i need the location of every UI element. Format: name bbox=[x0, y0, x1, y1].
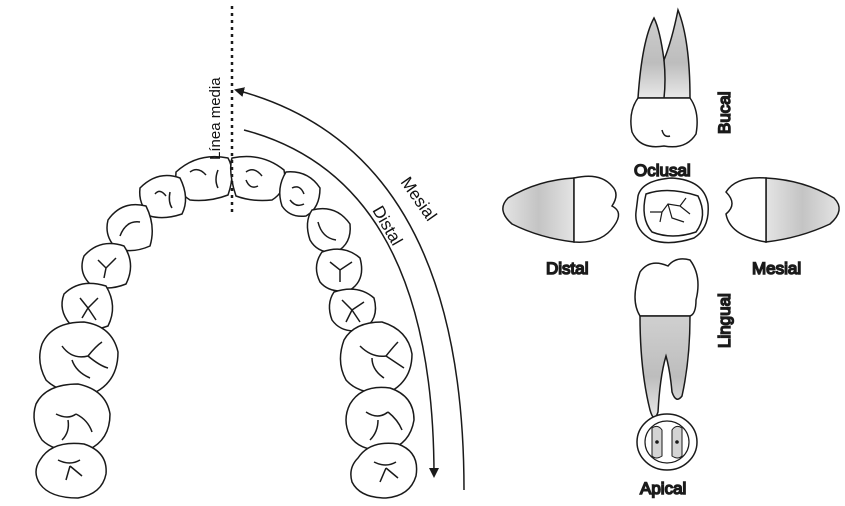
mesial-label: Mesial bbox=[752, 259, 801, 278]
apical-label: Apical bbox=[640, 479, 686, 498]
midline-label: Línea media bbox=[207, 77, 224, 160]
dental-arch bbox=[34, 157, 417, 499]
tooth-surface-views: Bucal Oclusal Distal Mesial Lingual bbox=[503, 10, 839, 498]
tooth-third-molar-left bbox=[36, 443, 106, 498]
tooth-central-incisor-right bbox=[231, 157, 285, 201]
lingual-view-tooth bbox=[635, 259, 698, 418]
apical-view-tooth bbox=[637, 414, 697, 470]
tooth-second-molar-right bbox=[346, 387, 414, 450]
mesial-view-tooth bbox=[726, 178, 839, 242]
bucal-view-tooth bbox=[631, 10, 697, 147]
lingual-label: Lingual bbox=[715, 293, 734, 348]
tooth-first-molar-left bbox=[40, 322, 118, 393]
tooth-canine-right bbox=[307, 209, 350, 253]
bucal-label: Bucal bbox=[715, 91, 734, 134]
mesial-arrow-label: Mesial bbox=[397, 173, 441, 224]
distal-view-tooth bbox=[503, 176, 619, 242]
tooth-third-molar-right bbox=[351, 443, 417, 498]
tooth-first-molar-right bbox=[340, 322, 412, 393]
oclusal-label: Oclusal bbox=[634, 161, 691, 180]
tooth-second-molar-left bbox=[34, 384, 110, 451]
tooth-first-premolar-left bbox=[82, 244, 131, 288]
oclusal-view-tooth bbox=[636, 178, 708, 243]
tooth-first-premolar-right bbox=[316, 249, 361, 291]
distal-label: Distal bbox=[546, 259, 589, 278]
